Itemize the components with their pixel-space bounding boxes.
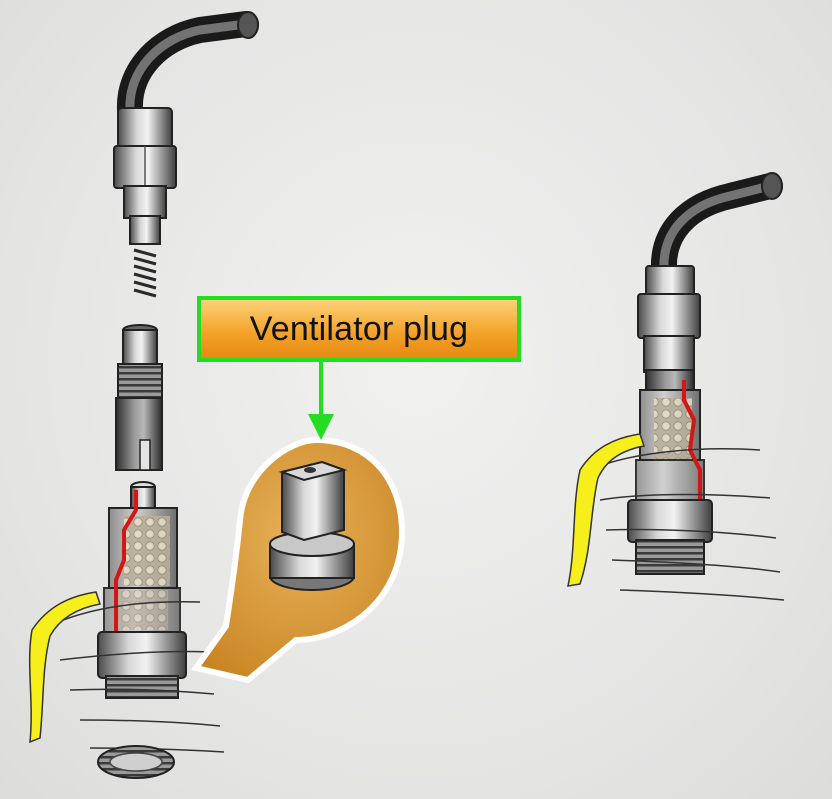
wire-left xyxy=(114,490,138,640)
gasket-right xyxy=(567,433,645,587)
hose-fitting-nut xyxy=(117,107,173,149)
gasket-left xyxy=(28,591,101,744)
spring xyxy=(133,248,157,298)
callout-arrow xyxy=(308,362,334,440)
arrow-down-icon xyxy=(308,414,334,440)
threaded-sleeve xyxy=(115,324,163,471)
exploded-assembly xyxy=(28,11,259,779)
ventilator-plug-detail xyxy=(190,436,406,684)
wire-right xyxy=(682,380,702,500)
filter-body-left xyxy=(97,481,187,699)
mounting-surface-right xyxy=(589,448,785,601)
assembled-unit xyxy=(567,172,785,601)
callout-label-ventilator-plug: Ventilator plug xyxy=(197,296,521,362)
